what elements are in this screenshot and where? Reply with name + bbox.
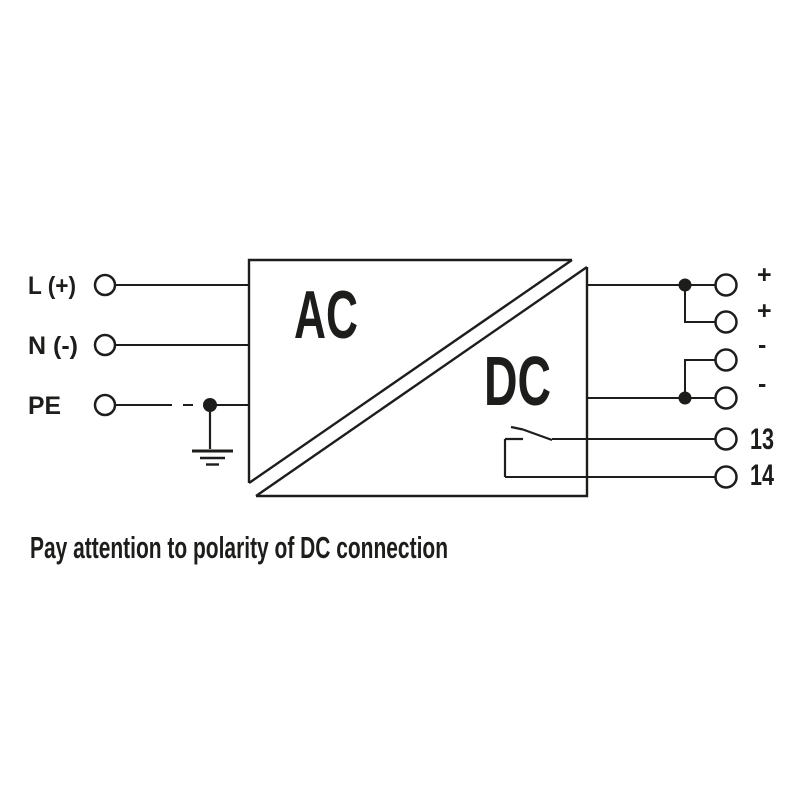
output-label-plus2: + — [757, 297, 772, 325]
plus-junction-dot — [678, 278, 692, 292]
minus-junction-dot — [678, 391, 692, 405]
terminal-minus2-icon — [714, 386, 738, 410]
terminal-plus1-icon — [714, 273, 738, 297]
terminal-pe-icon — [93, 393, 117, 417]
input-label-neutral: N (-) — [28, 332, 78, 360]
wire-dc-plus-branch — [684, 285, 715, 323]
earth-ground-icon — [192, 405, 233, 466]
dc-label: DC — [484, 342, 551, 420]
terminal-minus1-icon — [714, 348, 738, 372]
polarity-note: Pay attention to polarity of DC connecti… — [30, 530, 448, 565]
output-label-13: 13 — [750, 423, 774, 456]
terminal-plus2-icon — [714, 310, 738, 334]
converter-box — [247, 258, 589, 498]
ac-dc-separator-lower — [255, 266, 588, 497]
terminal-14-icon — [714, 465, 738, 489]
wire-dc-minus-branch — [684, 359, 715, 398]
relay-contact-icon — [503, 425, 553, 477]
input-label-pe: PE — [28, 392, 61, 420]
terminal-l-icon — [93, 273, 117, 297]
output-label-plus1: + — [757, 261, 772, 289]
output-label-14: 14 — [750, 459, 774, 492]
terminal-n-icon — [93, 333, 117, 357]
ac-label: AC — [294, 277, 358, 353]
output-label-minus2: - — [758, 370, 766, 398]
output-label-minus1: - — [758, 331, 766, 359]
input-label-line: L (+) — [28, 272, 76, 300]
ac-dc-separator-upper — [248, 259, 573, 484]
terminal-13-icon — [714, 427, 738, 451]
